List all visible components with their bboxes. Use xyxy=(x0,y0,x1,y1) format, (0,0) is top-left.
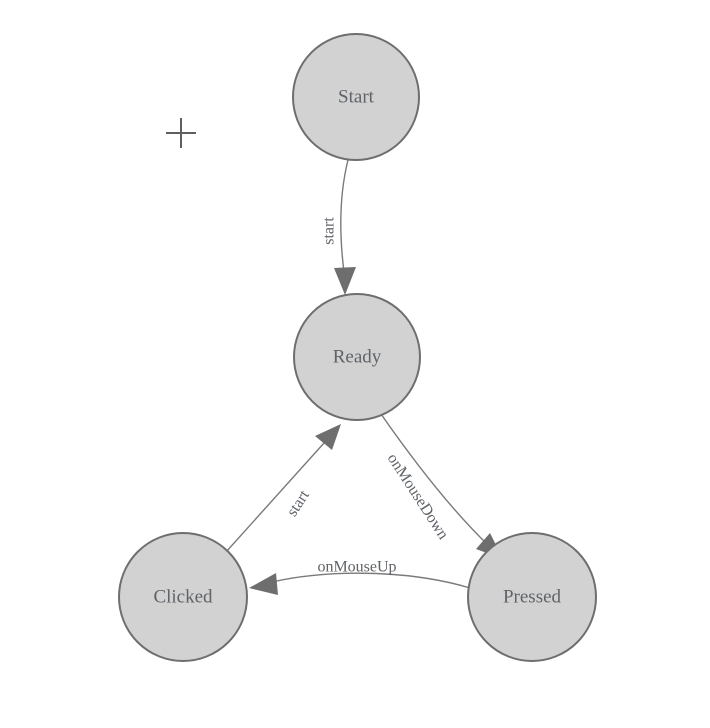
arrowhead-into-ready-top xyxy=(334,267,356,295)
state-node-start-circle xyxy=(292,33,420,161)
arrowhead-into-clicked xyxy=(249,573,278,595)
edge-layer xyxy=(225,159,503,595)
state-node-ready[interactable]: Ready xyxy=(293,293,421,421)
edge-label-pressed-to-clicked: onMouseUp xyxy=(317,559,396,576)
edge-path-ready-to-pressed xyxy=(380,413,489,546)
edge-clicked-to-ready[interactable] xyxy=(225,424,341,553)
node-layer: Start Ready Clicked Pressed xyxy=(118,33,597,662)
state-node-clicked-circle xyxy=(118,532,248,662)
edge-path-pressed-to-clicked xyxy=(271,572,471,589)
state-node-pressed[interactable]: Pressed xyxy=(467,532,597,662)
edge-pressed-to-clicked[interactable] xyxy=(249,572,471,595)
edge-path-clicked-to-ready xyxy=(225,442,325,553)
edge-label-clicked-to-ready: start xyxy=(284,487,314,520)
state-node-pressed-circle xyxy=(467,532,597,662)
state-node-clicked[interactable]: Clicked xyxy=(118,532,248,662)
state-node-start[interactable]: Start xyxy=(292,33,420,161)
edge-label-start-to-ready: start xyxy=(321,217,338,245)
edge-start-to-ready[interactable] xyxy=(334,159,356,295)
crosshair-icon xyxy=(166,118,196,148)
state-node-ready-circle xyxy=(293,293,421,421)
arrowhead-into-ready-lower-left xyxy=(315,424,341,450)
edge-path-start-to-ready xyxy=(340,159,349,273)
